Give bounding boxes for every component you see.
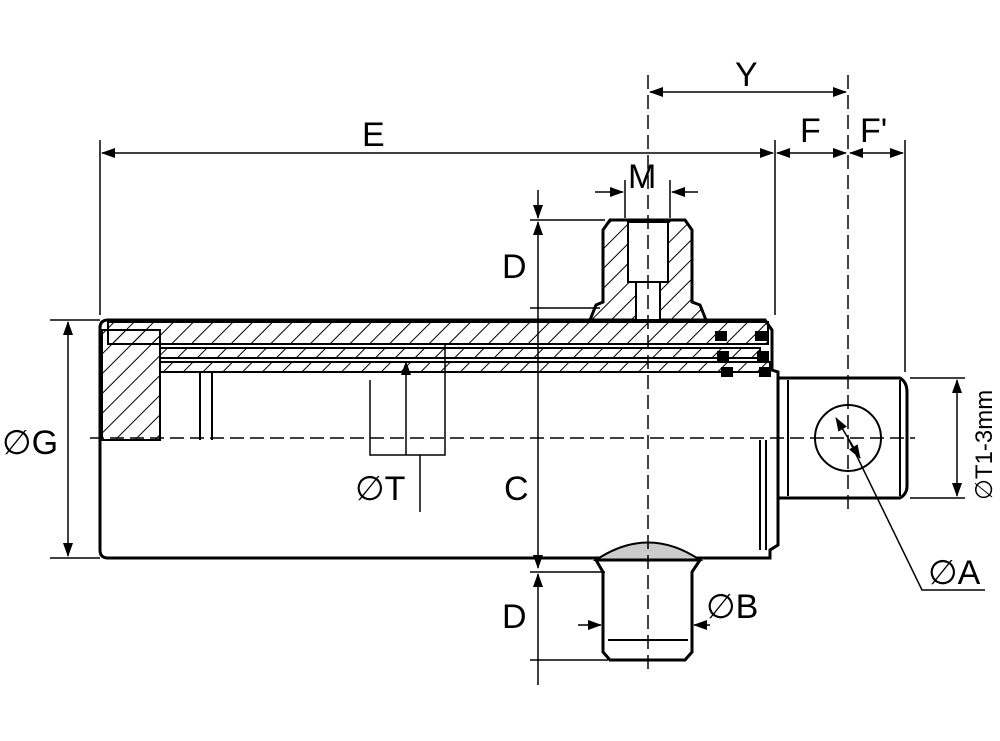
label-B: ∅B bbox=[706, 588, 758, 626]
label-D-top: D bbox=[502, 248, 527, 286]
label-C: C bbox=[504, 470, 529, 508]
bottom-port bbox=[592, 541, 704, 662]
label-G: ∅G bbox=[2, 424, 58, 462]
label-E: E bbox=[362, 116, 385, 154]
label-F: F bbox=[800, 112, 821, 150]
label-M: M bbox=[628, 158, 656, 196]
label-T1: ∅T1-3mm bbox=[971, 390, 998, 500]
centerlines bbox=[90, 75, 915, 675]
label-A: ∅A bbox=[928, 554, 981, 592]
cylinder-body bbox=[98, 318, 780, 560]
label-F-prime: F' bbox=[860, 112, 887, 150]
label-D-bottom: D bbox=[502, 598, 527, 636]
label-Y: Y bbox=[735, 56, 758, 94]
label-T: ∅T bbox=[355, 470, 405, 508]
